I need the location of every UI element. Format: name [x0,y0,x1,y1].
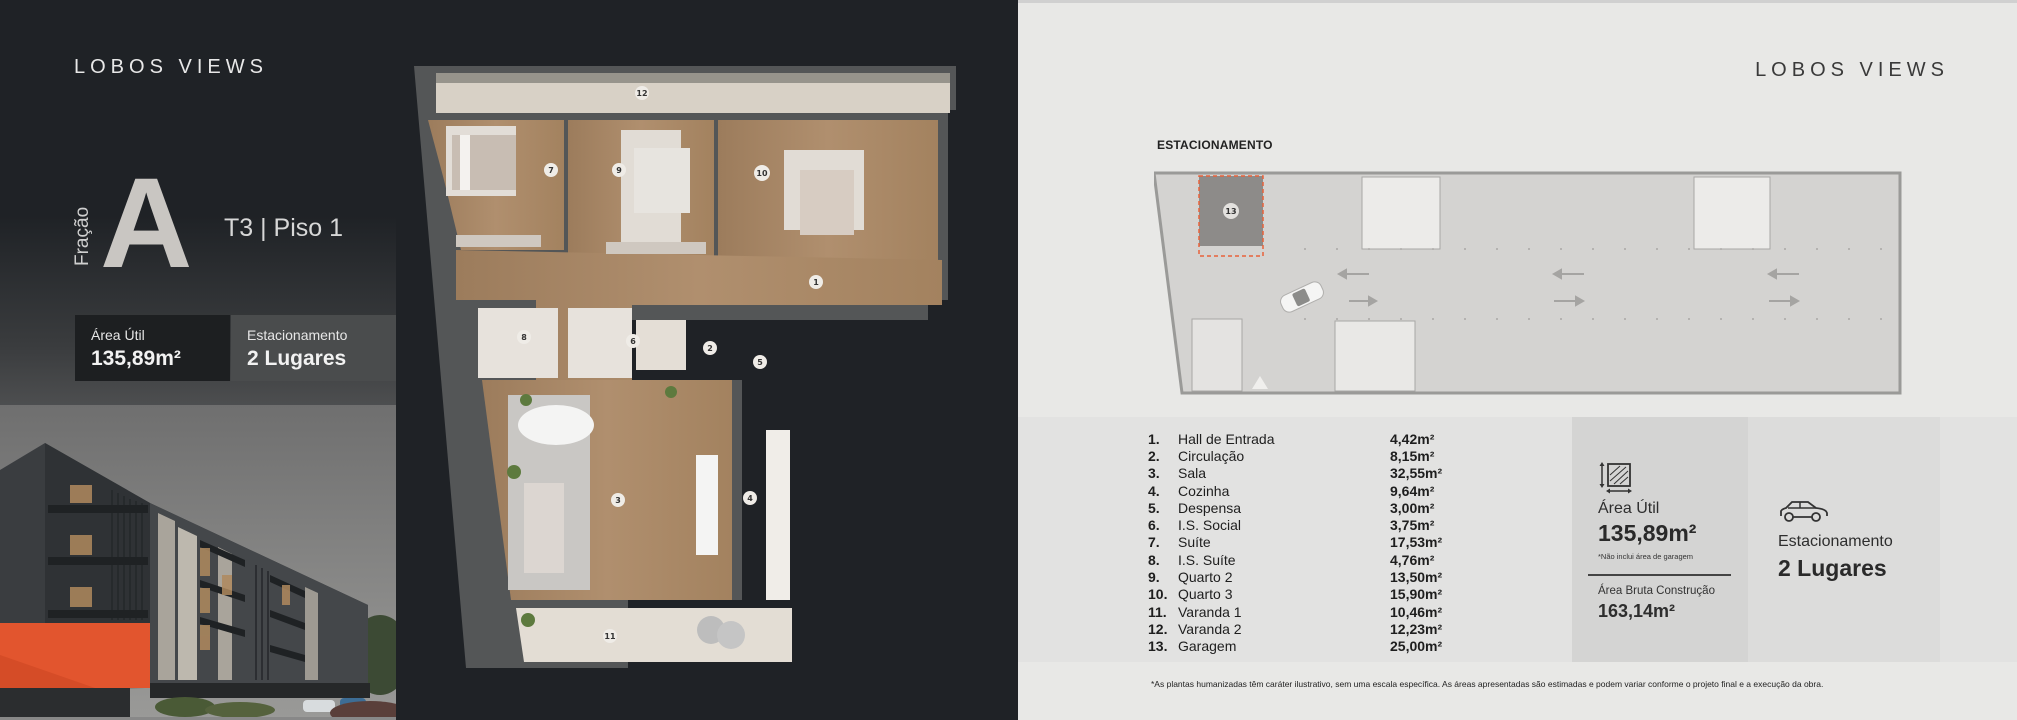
card-divider [1588,574,1731,576]
svg-text:4: 4 [747,494,753,503]
room-marker-12: 12 [635,86,649,100]
parking-section-title: ESTACIONAMENTO [1157,138,1273,152]
parking-value: 2 Lugares [247,347,347,370]
parked-car-icon [1280,281,1324,313]
car-icon [1780,501,1828,522]
room-marker-4: 4 [743,491,757,505]
parking-card-value: 2 Lugares [1778,555,1887,581]
parking-label: Estacionamento [247,327,348,343]
room-marker-11: 11 [603,629,617,643]
svg-text:12: 12 [636,89,647,98]
area-util-box: Área Útil 135,89m² [75,315,230,381]
brand-logo: LOBOS VIEWS [74,56,268,78]
svg-text:5: 5 [757,358,763,367]
building-render-image [0,405,396,720]
area-util-card-label: Área Útil [1598,500,1660,517]
room-is-suite [478,308,558,378]
svg-text:11: 11 [604,632,616,641]
area-measure-icon [1599,462,1632,494]
area-util-label: Área Útil [91,327,145,343]
parking-details-page: LOBOS VIEWS ESTACIONAMENTO 13 [1018,0,2017,720]
svg-text:7: 7 [548,166,554,175]
area-util-value: 135,89m² [91,347,181,370]
svg-text:1: 1 [813,278,819,287]
parking-card-label: Estacionamento [1778,533,1893,550]
room-marker-6: 6 [626,334,640,348]
brand-logo-right: LOBOS VIEWS [1755,59,1949,81]
traffic-arrows [1336,268,1801,307]
car-white [303,700,335,712]
svg-text:9: 9 [616,166,622,175]
room-despensa [636,320,686,370]
room-marker-5: 5 [753,355,767,369]
parking-summary-card: Estacionamento 2 Lugares [1748,417,1940,662]
area-util-card-value: 135,89m² [1598,520,1697,546]
svg-text:8: 8 [521,333,527,342]
room-marker-1: 1 [809,275,823,289]
room-marker-8: 8 [517,330,531,344]
svg-text:2: 2 [707,344,713,353]
furniture [446,126,864,649]
svg-text:13: 13 [1225,207,1236,216]
room-marker-9: 9 [612,163,626,177]
svg-text:3: 3 [615,496,621,505]
area-summary-card: Área Útil 135,89m² *Não inclui área de g… [1572,417,1748,662]
typology-floor: T3 | Piso 1 [224,214,344,242]
room-marker-7: 7 [544,163,558,177]
area-bruta-label: Área Bruta Construção [1598,585,1715,597]
fracao-letter: A [100,152,193,295]
fracao-label: Fração [72,206,93,266]
garage-spot-13: 13 [1198,175,1264,257]
area-util-note: *Não inclui área de garagem [1598,552,1694,561]
parking-floor-plan: 13 [1154,171,1904,395]
floor-plan-panel: 12 7 9 10 1 8 6 2 5 3 4 11 [396,0,1018,720]
unit-info-panel: LOBOS VIEWS Fração A T3 | Piso 1 Área Út… [0,0,396,720]
room-marker-10: 10 [754,165,770,181]
room-marker-2: 2 [703,341,717,355]
disclaimer-text: *As plantas humanizadas têm caráter ilus… [1151,679,1824,689]
room-is-social [568,308,632,378]
svg-text:10: 10 [756,169,768,178]
area-bruta-value: 163,14m² [1598,601,1676,621]
parking-box: Estacionamento 2 Lugares [231,315,396,381]
room-varanda-1 [516,608,792,662]
svg-text:6: 6 [630,337,636,346]
room-marker-3: 3 [611,493,625,507]
floor-plan-image: 12 7 9 10 1 8 6 2 5 3 4 11 [414,66,956,668]
